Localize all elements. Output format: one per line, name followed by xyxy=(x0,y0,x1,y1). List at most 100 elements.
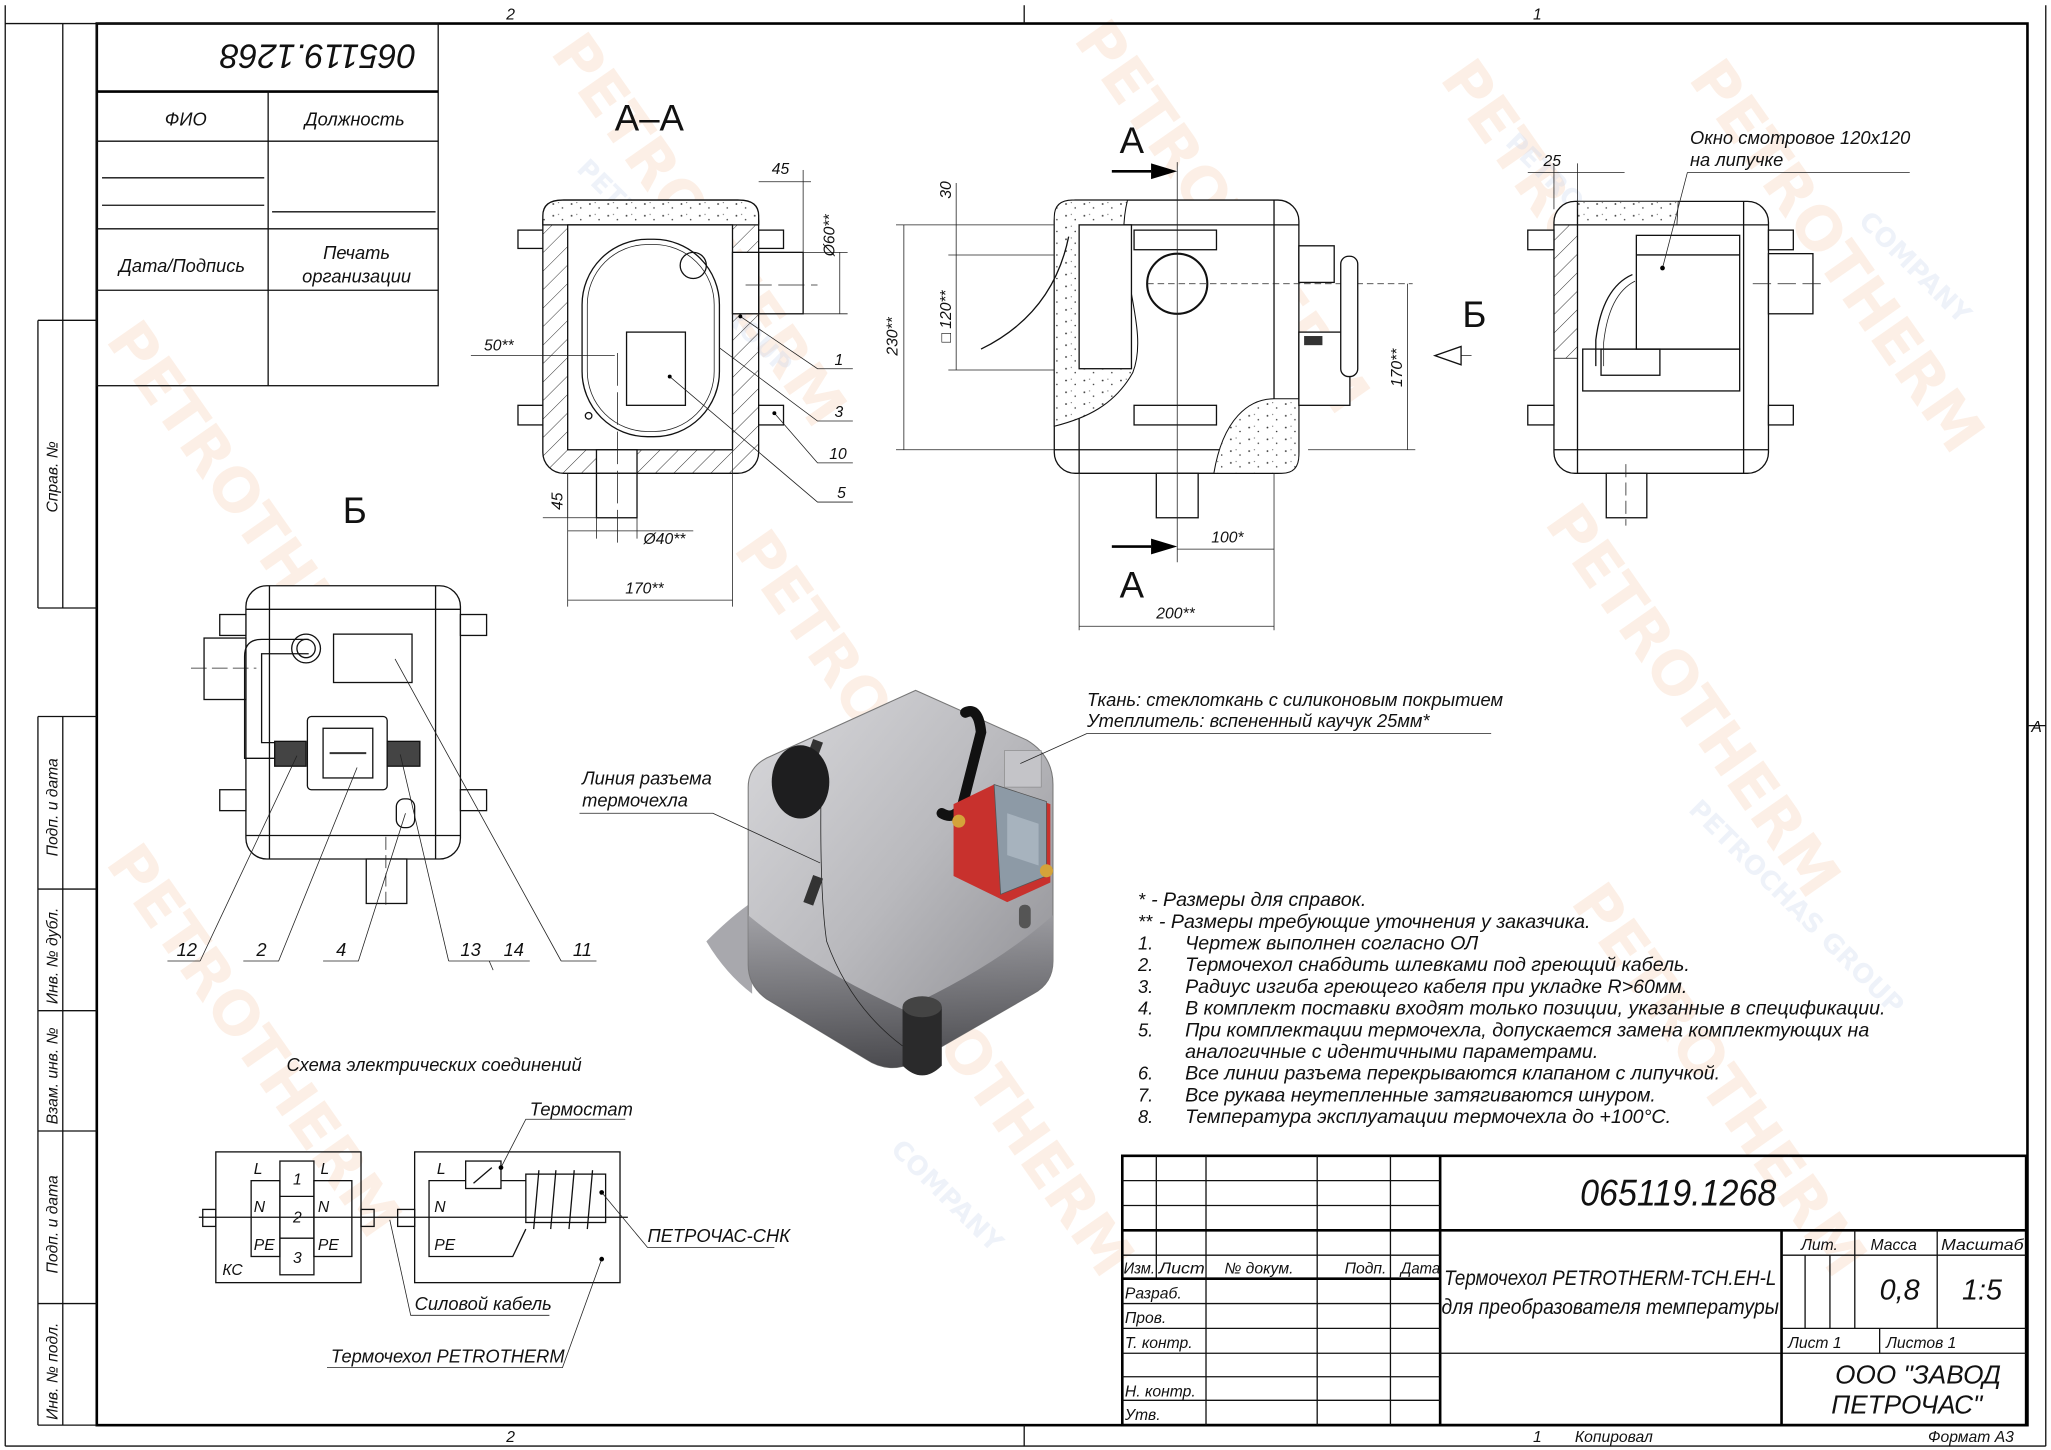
note-text: В комплект поставки входят только позици… xyxy=(1185,998,1885,1020)
kc-N-left: N xyxy=(254,1199,266,1216)
split-annotation-line1: Линия разъема xyxy=(581,767,712,788)
note-number: 7. xyxy=(1138,1084,1153,1105)
side-label-inv-orig: Инв. № подл. xyxy=(45,1323,62,1420)
window-annotation-line1: Окно смотровое 120х120 xyxy=(1690,127,1911,148)
dim-100: 100* xyxy=(1211,530,1244,547)
callout-4: 4 xyxy=(336,939,346,960)
col-doc: № докум. xyxy=(1224,1260,1293,1277)
split-annotation-line2: термочехла xyxy=(582,790,688,811)
stamp-number-inverted: 065119.1268 xyxy=(220,36,416,74)
fabric-annotation-line2: Утеплитель: вспененный каучук 25мм* xyxy=(1086,710,1430,731)
note-number: 8. xyxy=(1138,1106,1153,1127)
terminal-3: 3 xyxy=(293,1250,302,1267)
sheet-number: Лист 1 xyxy=(1787,1335,1841,1352)
callout-3: 3 xyxy=(835,404,844,421)
copied-label: Копировал xyxy=(1575,1429,1653,1446)
role-developer: Разраб. xyxy=(1125,1285,1182,1302)
stamp-date-sign: Дата/Подпись xyxy=(117,255,245,276)
dim-d40: Ø40** xyxy=(643,531,687,548)
kc-N-right: N xyxy=(318,1199,330,1216)
drawing-title-line1: Термочехол PETROTHERM-TCH.EH-L xyxy=(1444,1267,1776,1290)
dim-d60: Ø60** xyxy=(822,214,839,258)
view-b-arrow-label: Б xyxy=(1462,294,1486,335)
kc-PE-left: PE xyxy=(254,1237,275,1254)
dim-50: 50** xyxy=(484,337,515,354)
sheets-total: Листов 1 xyxy=(1885,1335,1956,1352)
section-a-a: А–А 45 Ø60** 50** 45 Ø40** 170** 1 3 xyxy=(470,98,853,607)
note-text: Чертеж выполнен согласно ОЛ xyxy=(1185,932,1479,954)
technical-notes: *- Размеры для справок.** - Размеры требу… xyxy=(1137,889,1886,1128)
dim-45-bottom: 45 xyxy=(549,492,566,510)
callout-13: 13 xyxy=(460,939,481,960)
scale-value: 1:5 xyxy=(1962,1275,2003,1307)
stamp-seal-line1: Печать xyxy=(323,242,390,263)
note-number: 4. xyxy=(1138,998,1153,1019)
cut-label-top: А xyxy=(1120,120,1145,161)
cut-label-bottom: А xyxy=(1120,565,1145,606)
stamp-position: Должность xyxy=(303,109,405,130)
callout-10: 10 xyxy=(829,446,847,463)
note-text: Термочехол снабдить шлевками под греющий… xyxy=(1185,954,1690,976)
note-text: Температура эксплуатации термочехла до +… xyxy=(1185,1106,1671,1128)
title-block: 065119.1268 Изм. Лист № докум. Подп. Дат… xyxy=(1120,1154,2028,1446)
zone-bottom-2: 2 xyxy=(505,1429,515,1446)
dim-200: 200** xyxy=(1155,605,1195,622)
power-cable-label: Силовой кабель xyxy=(415,1293,552,1314)
role-ncontrol: Н. контр. xyxy=(1125,1383,1196,1400)
kc-L-left: L xyxy=(254,1161,263,1178)
note-number: 5. xyxy=(1138,1019,1153,1040)
note-number: * xyxy=(1138,889,1146,910)
note-text: - Размеры для справок. xyxy=(1151,889,1366,911)
window-annotation-line2: на липучке xyxy=(1690,149,1783,170)
terminal-1: 1 xyxy=(293,1172,302,1189)
org-name-line2: ПЕТРОЧАС" xyxy=(1831,1389,1984,1419)
view-b: Б 12 2 4 13 14 11 xyxy=(167,490,597,971)
dim-170-front: 170** xyxy=(1389,348,1406,387)
note-number: ** xyxy=(1138,911,1153,932)
role-checker: Пров. xyxy=(1125,1310,1166,1327)
side-label-replace-inv: Взам. инв. № xyxy=(45,1027,62,1124)
col-izm: Изм. xyxy=(1124,1260,1155,1277)
role-approver: Утв. xyxy=(1124,1407,1161,1424)
kc-L-right: L xyxy=(320,1161,329,1178)
callout-14: 14 xyxy=(504,939,524,960)
kc-label: КС xyxy=(222,1262,243,1279)
lit-label: Лит. xyxy=(1800,1237,1838,1254)
callout-2: 2 xyxy=(255,939,266,960)
dim-45-top: 45 xyxy=(772,161,790,178)
stamp-fio: ФИО xyxy=(165,109,207,130)
schema-title: Схема электрических соединений xyxy=(286,1054,581,1075)
zone-top-2: 2 xyxy=(505,7,515,24)
zone-right-a: A xyxy=(2030,719,2041,736)
thermostat-label: Термостат xyxy=(530,1098,633,1119)
scale-label: Масштаб xyxy=(1941,1237,2025,1254)
terminal-2: 2 xyxy=(292,1210,302,1227)
fabric-annotation-line1: Ткань: стеклоткань с силиконовым покрыти… xyxy=(1087,689,1504,710)
note-text: - Размеры требующие уточнения у заказчик… xyxy=(1159,911,1591,933)
dim-30: 30 xyxy=(938,181,955,199)
stamp-seal-line2: организации xyxy=(302,265,411,286)
svg-text:PETROTHERM: PETROTHERM xyxy=(1531,491,1854,910)
mass-label: Масса xyxy=(1870,1237,1917,1254)
note-number: 6. xyxy=(1138,1063,1153,1084)
side-view: 25 Окно смотровое 120х120 на липучке xyxy=(1527,127,1911,526)
kc-PE-right: PE xyxy=(318,1237,339,1254)
side-label-sprav: Справ. № xyxy=(45,441,62,512)
note-text: Все рукава неутепленные затягиваются шну… xyxy=(1185,1084,1656,1106)
note-number: 3. xyxy=(1138,976,1153,997)
view-b-title: Б xyxy=(343,490,367,531)
section-title: А–А xyxy=(615,98,685,139)
zone-bottom-1: 1 xyxy=(1533,1429,1542,1446)
callout-5: 5 xyxy=(837,485,846,502)
isometric-render: Ткань: стеклоткань с силиконовым покрыти… xyxy=(579,689,1504,1076)
zone-top-1: 1 xyxy=(1533,7,1542,24)
note-number: 2. xyxy=(1137,954,1153,975)
heating-cable-label: ПЕТРОЧАС-СНК xyxy=(647,1225,791,1246)
org-name-line1: ООО "ЗАВОД xyxy=(1835,1359,2001,1389)
dim-170-section: 170** xyxy=(625,581,664,598)
col-date: Дата xyxy=(1399,1260,1440,1277)
doc-number: 065119.1268 xyxy=(1580,1173,1777,1214)
jacket-L: L xyxy=(437,1161,446,1178)
front-view: А А 230** 30 □ 120** 170** 100* 200** Б xyxy=(884,120,1486,631)
